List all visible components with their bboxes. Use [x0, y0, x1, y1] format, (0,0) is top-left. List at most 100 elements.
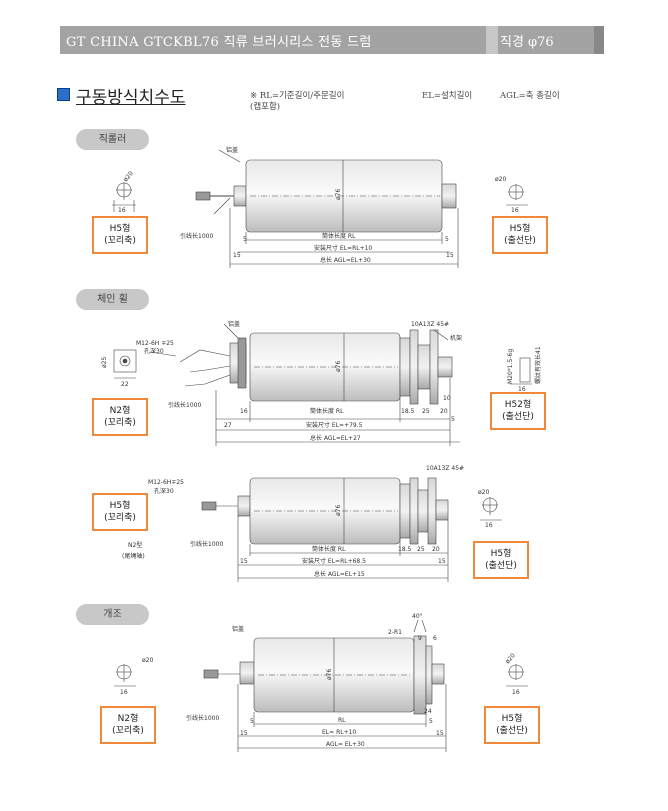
label-20: 20: [432, 546, 440, 553]
label-shaft-16-right: 16: [512, 689, 520, 696]
label-n2-tail: (尾绳轴): [122, 552, 145, 560]
group-modified: 개조: [76, 604, 149, 625]
label-lead: 引线长1000: [180, 232, 213, 240]
type-box-h5-outlet-3: H5형 (출선단): [484, 706, 540, 744]
label-16: 16: [240, 408, 248, 415]
label-27: 27: [224, 422, 232, 429]
label-sprocket: 10A13Z 45#: [411, 321, 449, 328]
label-15-right: 15: [446, 252, 454, 259]
label-agl: AGL= EL+30: [326, 741, 365, 748]
type-box-h5-outlet: H5형 (출선단): [492, 216, 548, 254]
label-shaft-dia-right: ø20: [495, 176, 506, 183]
drawing-straight-roller: [112, 149, 528, 268]
drawing-chain-wheel: [113, 323, 532, 446]
header-accent: [594, 26, 604, 54]
label-shaft-dia: ø20: [478, 489, 489, 496]
type-box-line: (꼬리축): [112, 726, 144, 736]
type-box-h5-tail-2: H5형 (꼬리축): [92, 493, 148, 531]
label-shaft-dia: ø20: [122, 170, 135, 183]
label-rl: RL: [338, 717, 346, 724]
label-5-right: 5: [445, 236, 449, 243]
label-25: 25: [417, 546, 425, 553]
label-hole-depth: 孔深30: [144, 347, 164, 355]
type-box-line: (출선단): [496, 726, 528, 736]
label-15-right: 15: [438, 558, 446, 565]
label-frame: 机架: [450, 334, 462, 342]
label-15-left: 15: [240, 558, 248, 565]
type-box-h52-outlet: H52형 (출선단): [490, 392, 546, 430]
label-m20: M20*1.5-6g: [507, 349, 514, 384]
label-5-left: 5: [243, 236, 247, 243]
label-install: 安装尺寸 EL=+79.5: [306, 421, 363, 429]
label-thread-length: 螺纹有效长41: [534, 346, 542, 384]
type-box-n2-tail-2: N2형 (꼬리축): [100, 706, 156, 744]
label-cap: 铝盖: [226, 146, 238, 154]
type-box-h5-outlet-2: H5형 (출선단): [473, 541, 529, 579]
note-rl-cap: (캡포함): [250, 102, 281, 112]
label-5-right: 5: [429, 718, 433, 725]
drawing-modified: [114, 619, 528, 752]
header-diameter: 직경 φ76: [500, 35, 554, 50]
type-box-h5-tail: H5형 (꼬리축): [92, 216, 148, 254]
label-10: 10: [443, 395, 451, 402]
label-install: 安装尺寸 EL=RL+68.5: [302, 557, 366, 565]
label-diameter: ø76: [335, 189, 342, 200]
label-25: 25: [422, 408, 430, 415]
header-title: GT CHINA GTCKBL76 직류 브러시리스 전동 드럼: [66, 35, 372, 50]
label-install: 安装尺寸 EL=RL+10: [314, 244, 372, 252]
label-diameter: ø76: [335, 505, 342, 516]
label-shaft-16: 16: [120, 689, 128, 696]
label-diameter: ø76: [335, 361, 342, 372]
label-15-right: 15: [436, 730, 444, 737]
label-n2-type: N2型: [128, 541, 142, 549]
type-box-line: H5형: [509, 224, 531, 234]
label-cap: 铝盖: [228, 320, 240, 328]
type-box-line: (출선단): [502, 412, 534, 422]
label-el: EL= RL+10: [322, 729, 356, 736]
drawing-chain-wheel-2-labels: M12-6H∓25 孔深30 N2型 (尾绳轴) 10A13Z 45# ø76 …: [122, 465, 493, 578]
label-18-5: 18.5: [401, 408, 415, 415]
label-sprocket: 10A13Z 45#: [426, 465, 464, 472]
label-shaft-16: 16: [485, 522, 493, 529]
type-box-line: (꼬리축): [104, 418, 136, 428]
drawing-chain-wheel-2: [201, 477, 502, 582]
header-separator: [486, 26, 498, 54]
type-box-line: H5형: [501, 714, 523, 724]
label-24: 24: [424, 708, 432, 715]
type-box-line: (출선단): [504, 236, 536, 246]
label-18-5: 18.5: [398, 546, 412, 553]
type-box-line: H5형: [109, 224, 131, 234]
label-thread: M12-6H∓25: [148, 479, 184, 486]
section-bullet-icon: [57, 88, 70, 101]
label-body: 筒体长度 RL: [322, 232, 356, 240]
label-shaft-16: 16: [118, 207, 126, 214]
label-5: 5: [451, 416, 455, 423]
group-straight-roller: 직롤러: [76, 129, 149, 150]
label-cap: 铝盖: [232, 625, 244, 633]
type-box-line: (출선단): [485, 561, 517, 571]
label-total: 总长 AGL=EL+27: [310, 434, 361, 442]
type-box-line: H52형: [504, 400, 532, 410]
drawing-chain-wheel-labels: 铝盖 ø76 引线长1000 筒体长度 RL 安装尺寸 EL=+79.5 总长 …: [101, 320, 542, 442]
label-body: 筒体长度 RL: [310, 407, 344, 415]
label-lead: 引线长1000: [186, 714, 219, 722]
label-hole-depth: 孔深30: [154, 487, 174, 495]
type-box-line: (꼬리축): [104, 236, 136, 246]
label-20: 20: [440, 408, 448, 415]
type-box-line: H5형: [490, 549, 512, 559]
note-rl: ※ RL=기준길이/주문길이: [250, 91, 345, 101]
note-el: EL=설치길이: [422, 91, 473, 101]
label-shaft-16-right: 16: [511, 207, 519, 214]
note-agl: AGL=축 총길이: [500, 91, 560, 101]
label-r16: 16: [518, 386, 526, 393]
type-box-line: N2형: [109, 406, 131, 416]
label-5-left: 5: [250, 718, 254, 725]
header-bar: [60, 26, 604, 54]
label-2r1: 2-R1: [388, 629, 402, 636]
label-total: 总长 AGL=EL+15: [314, 570, 365, 578]
type-box-line: N2형: [117, 714, 139, 724]
label-diameter: ø76: [326, 669, 333, 680]
type-box-line: H5형: [109, 501, 131, 511]
type-box-line: (꼬리축): [104, 513, 136, 523]
